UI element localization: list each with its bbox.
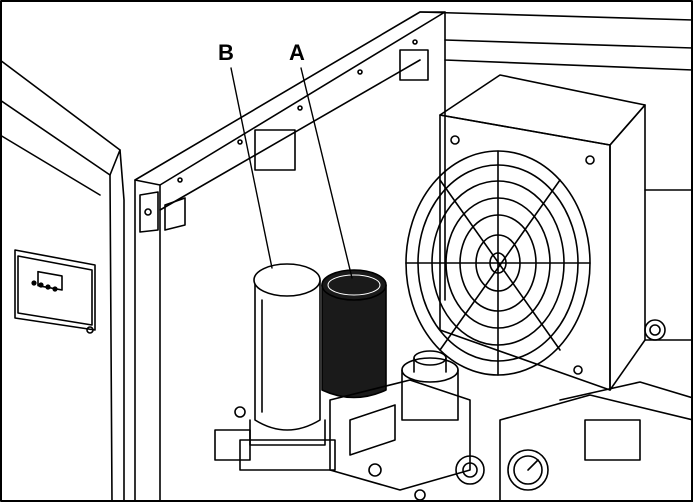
- callout-label-a: A: [289, 40, 305, 65]
- gauge-box: [499, 381, 693, 502]
- leader-line-b: [230, 67, 273, 269]
- leader-line-a: [300, 67, 353, 279]
- control-display: [14, 249, 96, 334]
- filter-a: [321, 269, 387, 399]
- cooler-housing: [439, 74, 693, 391]
- side-panel: [0, 59, 125, 502]
- cabinet-frame: [134, 11, 693, 502]
- filter-b: [239, 263, 336, 471]
- fan-guard: [405, 150, 591, 376]
- callout-label-b: B: [218, 40, 234, 65]
- compressor-block: [214, 350, 485, 501]
